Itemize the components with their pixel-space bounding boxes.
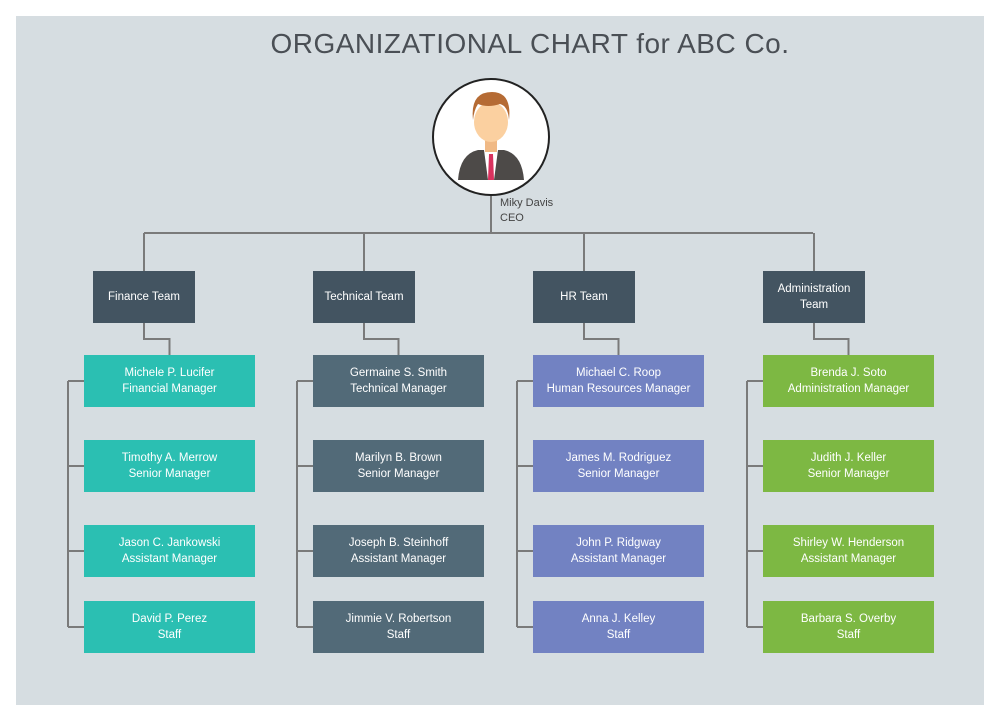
member-name: James M. Rodriguez <box>565 452 672 464</box>
connector <box>363 323 400 355</box>
team-box[interactable]: Finance Team <box>93 271 195 323</box>
chart-title: ORGANIZATIONAL CHART for ABC Co. <box>270 28 790 59</box>
member-role: Staff <box>606 629 631 641</box>
member-role: Staff <box>157 629 182 641</box>
member-name: Michael C. Roop <box>575 367 661 379</box>
connector <box>583 323 620 355</box>
team-box[interactable]: Technical Team <box>313 271 415 323</box>
member-name: Marilyn B. Brown <box>355 452 442 464</box>
member-name: Brenda J. Soto <box>810 367 887 379</box>
member-role: Technical Manager <box>350 383 447 395</box>
team-name: Administration Team <box>777 283 851 311</box>
member-role: Staff <box>836 629 861 641</box>
member-name: Shirley W. Henderson <box>792 537 905 549</box>
member-role: Financial Manager <box>122 383 217 395</box>
team-box[interactable]: HR Team <box>533 271 635 323</box>
member-role: Senior Manager <box>577 468 660 480</box>
team-name: Finance Team <box>107 291 181 303</box>
member-role: Assistant Manager <box>350 553 447 565</box>
member-role: Human Resources Manager <box>546 383 691 395</box>
member-role: Staff <box>386 629 411 641</box>
member-role: Assistant Manager <box>800 553 897 565</box>
member-name: Michele P. Lucifer <box>124 367 215 379</box>
team-name: Technical Team <box>324 291 404 303</box>
ceo-avatar[interactable] <box>432 78 550 196</box>
member-name: Jason C. Jankowski <box>118 537 221 549</box>
connector <box>143 323 171 355</box>
member-role: Senior Manager <box>128 468 211 480</box>
team-box[interactable]: Administration Team <box>763 271 865 323</box>
connector <box>813 323 850 355</box>
member-name: Jimmie V. Robertson <box>345 613 452 625</box>
member-name: Timothy A. Merrow <box>121 452 218 464</box>
member-role: Assistant Manager <box>121 553 218 565</box>
member-name: Judith J. Keller <box>810 452 887 464</box>
member-role: Assistant Manager <box>570 553 667 565</box>
member-name: Barbara S. Overby <box>800 613 897 625</box>
member-name: Joseph B. Steinhoff <box>348 537 449 549</box>
member-name: David P. Perez <box>131 613 208 625</box>
member-name: Anna J. Kelley <box>581 613 656 625</box>
member-role: Senior Manager <box>357 468 440 480</box>
ceo-name: Miky Davis <box>500 197 554 209</box>
member-role: Senior Manager <box>807 468 890 480</box>
ceo-role: CEO <box>500 212 524 224</box>
person-icon <box>458 92 524 180</box>
member-name: John P. Ridgway <box>576 537 661 549</box>
member-role: Administration Manager <box>787 383 910 395</box>
ceo-label: Miky Davis CEO <box>500 196 553 226</box>
member-name: Germaine S. Smith <box>349 367 448 379</box>
team-name: HR Team <box>560 291 608 303</box>
